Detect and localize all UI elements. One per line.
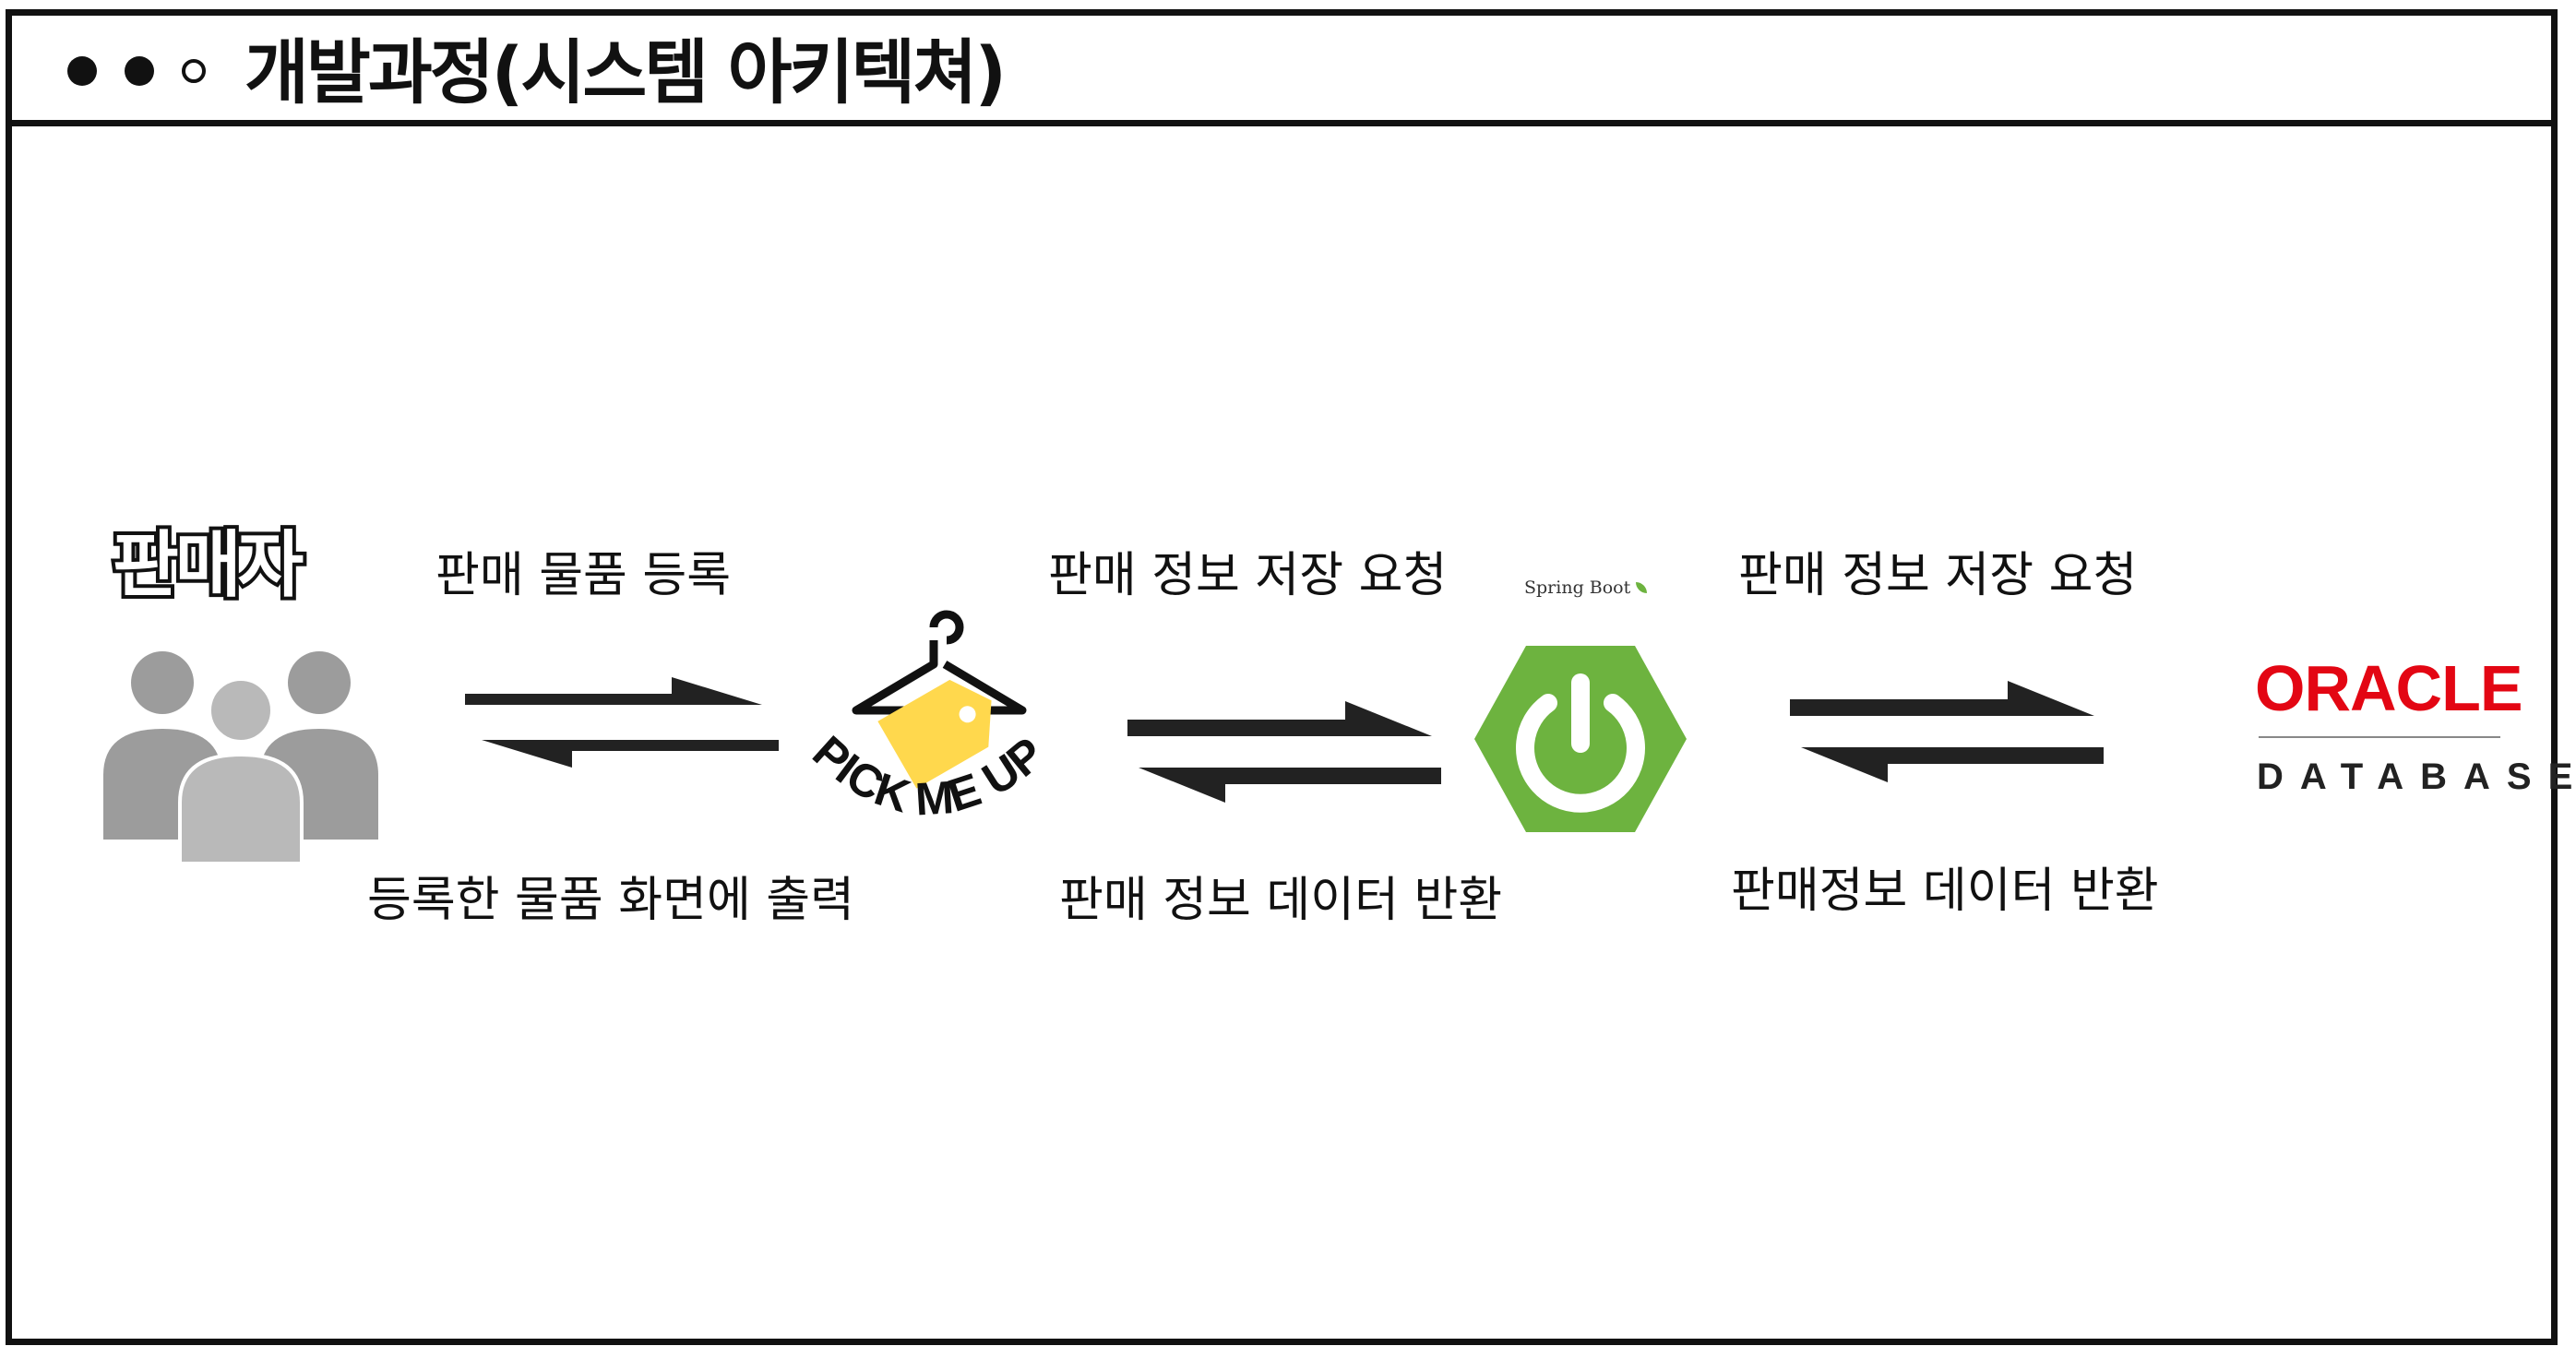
exchange-arrows-1 <box>465 677 779 768</box>
window-dots <box>67 51 206 91</box>
edge-server-db-top-label: 판매 정보 저장 요청 <box>1738 548 2138 603</box>
power-icon <box>1474 646 1687 832</box>
oracle-logo: ORACLE <box>2255 652 2523 724</box>
exchange-arrows-3 <box>1790 681 2104 782</box>
edge-seller-app-top-label: 판매 물품 등록 <box>435 548 732 603</box>
dot-3 <box>182 59 206 83</box>
title-bar: 개발과정(시스템 아키텍쳐) <box>12 16 2551 126</box>
edge-app-server-top-label: 판매 정보 저장 요청 <box>1048 548 1448 603</box>
dot-1 <box>67 56 97 86</box>
database-label: DATABASE <box>2257 756 2576 797</box>
dot-2 <box>125 56 154 86</box>
server-label: Spring Boot <box>1524 578 1648 598</box>
edge-app-server-bottom-label: 판매 정보 데이터 반환 <box>1059 873 1503 928</box>
exchange-arrows-2 <box>1127 701 1441 803</box>
leaf-icon <box>1636 582 1648 593</box>
slide-frame: 개발과정(시스템 아키텍쳐) <box>6 9 2558 1345</box>
oracle-divider <box>2259 736 2500 738</box>
edge-server-db-bottom-label: 판매정보 데이터 반환 <box>1731 864 2159 919</box>
hanger-tag-icon: PICK ME UP <box>803 610 1054 826</box>
page-title: 개발과정(시스템 아키텍쳐) <box>244 31 1007 113</box>
people-group-icon <box>103 651 378 865</box>
edge-seller-app-bottom-label: 등록한 물품 화면에 출력 <box>367 873 854 928</box>
server-label-text: Spring Boot <box>1524 578 1631 598</box>
seller-label: 판매자 <box>109 520 307 611</box>
